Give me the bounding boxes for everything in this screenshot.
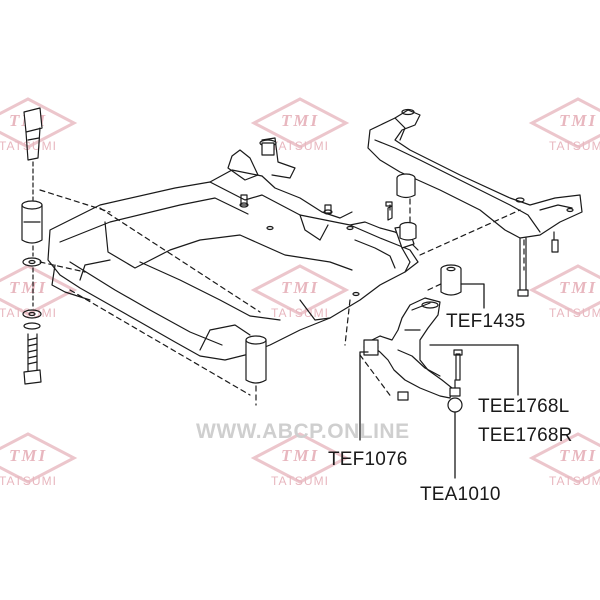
watermark-brand: TATSUMI: [0, 474, 57, 488]
watermark-logo: TMI: [280, 446, 320, 465]
watermark-brand: TATSUMI: [0, 306, 57, 320]
bushing-tef1076: [363, 339, 379, 356]
part-label-tea1010: TEA1010: [420, 484, 501, 505]
watermark-logo: TMI: [558, 446, 598, 465]
leader-tee1768: [429, 344, 519, 396]
part-label-tee1768l: TEE1768L: [478, 396, 570, 417]
small-bolt: [551, 231, 559, 253]
watermark-logo: TMI: [8, 278, 48, 297]
tmi-watermark: TMI TATSUMI: [250, 95, 350, 155]
washer: [22, 309, 42, 319]
watermark-logo: TMI: [8, 446, 48, 465]
ball-joint-tea1010: [447, 379, 463, 413]
front-subframe: [47, 137, 419, 384]
tmi-diamond-icon: [250, 264, 350, 316]
watermark-brand: TATSUMI: [271, 474, 329, 488]
tmi-diamond-icon: [528, 97, 600, 149]
small-nut: [385, 201, 393, 207]
mount-bolt-bottom: [23, 333, 42, 385]
crossmember-bolt: [517, 237, 529, 297]
tmi-watermark: TMI TATSUMI: [0, 262, 78, 322]
tmi-diamond-icon: [250, 432, 350, 484]
watermark-logo: TMI: [558, 278, 598, 297]
tmi-diamond-icon: [250, 97, 350, 149]
tmi-diamond-icon: [0, 432, 78, 484]
watermark-logo: TMI: [280, 278, 320, 297]
watermark-brand: TATSUMI: [0, 139, 57, 153]
tmi-diamond-icon: [0, 264, 78, 316]
site-url-watermark: WWW.ABCP.ONLINE: [196, 420, 410, 443]
stabilizer-link-bolt: [453, 349, 463, 381]
bushing-tef1435: [440, 264, 462, 296]
part-label-tee1768r: TEE1768R: [478, 425, 573, 446]
watermark-brand: TATSUMI: [549, 306, 600, 320]
small-nut: [397, 391, 409, 401]
subframe-bushing: [396, 173, 416, 199]
lower-control-arm: [371, 297, 453, 399]
tmi-watermark: TMI TATSUMI: [250, 430, 350, 490]
leader-tef1076: [359, 351, 369, 441]
tmi-watermark: TMI TATSUMI: [0, 430, 78, 490]
mount-bolt-top: [23, 107, 43, 161]
watermark-brand: TATSUMI: [271, 139, 329, 153]
watermark-brand: TATSUMI: [549, 474, 600, 488]
subframe-bushing-lower: [399, 221, 417, 241]
tmi-watermark: TMI TATSUMI: [528, 95, 600, 155]
tmi-watermark: TMI TATSUMI: [528, 430, 600, 490]
tmi-watermark: TMI TATSUMI: [250, 262, 350, 322]
part-label-tef1435: TEF1435: [446, 311, 526, 332]
tmi-diamond-icon: [528, 264, 600, 316]
washer: [22, 257, 42, 267]
leader-lines: [359, 283, 519, 479]
tmi-watermark: TMI TATSUMI: [528, 262, 600, 322]
watermark-logo: TMI: [280, 111, 320, 130]
rear-crossmember: [367, 108, 583, 239]
tmi-diamond-icon: [528, 432, 600, 484]
watermark-logo: TMI: [558, 111, 598, 130]
watermark-brand: TATSUMI: [271, 306, 329, 320]
mount-bushing-left: [21, 200, 43, 244]
part-label-tef1076: TEF1076: [328, 449, 408, 470]
tmi-diamond-icon: [0, 97, 78, 149]
assembly-guide-lines: [39, 189, 525, 406]
leader-tef1435: [460, 283, 485, 309]
watermark-brand: TATSUMI: [549, 139, 600, 153]
